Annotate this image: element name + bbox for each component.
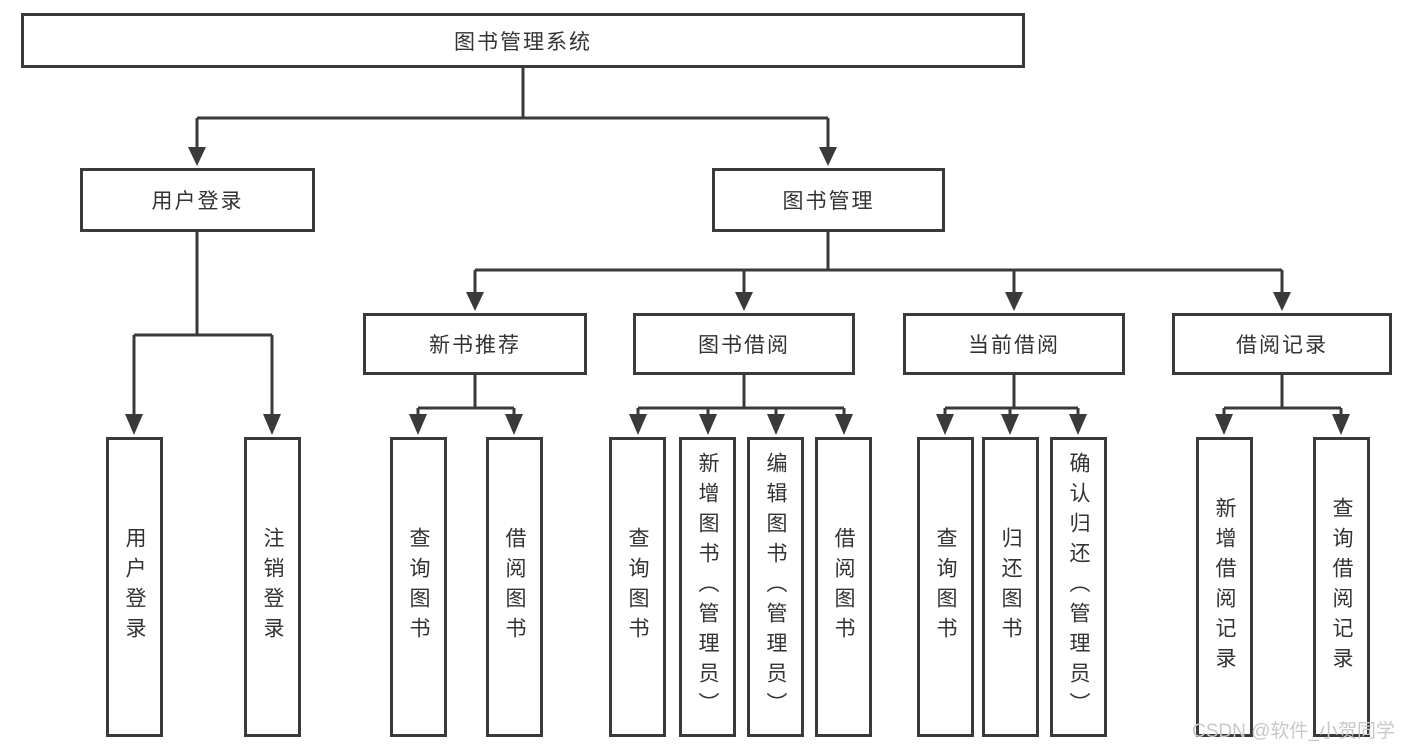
connector-book-borrowing-branch <box>636 375 846 420</box>
connector-root-to-level1 <box>195 68 830 152</box>
arrowhead-icon <box>819 147 837 166</box>
arrowhead-icon <box>835 414 853 435</box>
watermark-text: CSDN @软件_小贺同学 <box>1192 721 1395 742</box>
leaf-query-books-3: 查询图书 <box>917 437 974 737</box>
leaf-add-books-admin: 新增图书（管理员） <box>679 437 736 737</box>
arrowhead-icon <box>1069 414 1087 435</box>
connector-borrowing-records-branch <box>1222 375 1343 420</box>
arrowhead-icon <box>1332 414 1350 435</box>
node-new-book-recommend: 新书推荐 <box>363 313 587 375</box>
node-current-borrowing: 当前借阅 <box>903 313 1125 375</box>
node-book-management: 图书管理 <box>712 168 945 232</box>
leaf-logout: 注销登录 <box>244 437 301 737</box>
leaf-label: 查询图书 <box>934 527 957 647</box>
leaf-add-borrow-record: 新增借阅记录 <box>1196 437 1253 737</box>
node-label: 当前借阅 <box>968 334 1060 357</box>
leaf-label: 用户登录 <box>123 527 146 647</box>
leaf-label: 新增图书（管理员） <box>696 452 719 722</box>
node-label: 图书借阅 <box>698 334 790 357</box>
leaf-label: 归还图书 <box>999 527 1022 647</box>
leaf-query-books-1: 查询图书 <box>390 437 447 737</box>
leaf-query-borrow-record: 查询借阅记录 <box>1313 437 1370 737</box>
arrowhead-icon <box>735 292 753 311</box>
connector-user-login-branch <box>132 232 274 420</box>
leaf-label: 编辑图书（管理员） <box>764 452 787 722</box>
node-label: 新书推荐 <box>429 334 521 357</box>
leaf-borrow-books-2: 借阅图书 <box>815 437 872 737</box>
arrowhead-icon <box>125 414 143 435</box>
leaf-confirm-return-admin: 确认归还（管理员） <box>1050 437 1107 737</box>
arrowhead-icon <box>1215 414 1233 435</box>
arrowhead-icon <box>409 414 427 435</box>
leaf-label: 确认归还（管理员） <box>1067 452 1090 722</box>
connector-current-borrowing-branch <box>943 375 1080 420</box>
arrowhead-icon <box>699 414 717 435</box>
arrowhead-icon <box>1005 292 1023 311</box>
node-label: 图书管理 <box>782 190 875 213</box>
leaf-user-login: 用户登录 <box>106 437 163 737</box>
node-label: 图书管理系统 <box>454 30 592 54</box>
leaf-label: 查询借阅记录 <box>1330 497 1353 677</box>
leaf-label: 注销登录 <box>261 527 284 647</box>
leaf-label: 借阅图书 <box>503 527 526 647</box>
arrowhead-icon <box>767 414 785 435</box>
node-book-borrowing: 图书借阅 <box>633 313 855 375</box>
leaf-query-books-2: 查询图书 <box>609 437 666 737</box>
node-user-login: 用户登录 <box>80 168 315 232</box>
leaf-label: 查询图书 <box>407 527 430 647</box>
leaf-borrow-books-1: 借阅图书 <box>486 437 543 737</box>
connector-book-management-branch <box>473 232 1284 297</box>
arrowhead-icon <box>936 414 954 435</box>
arrowhead-icon <box>505 414 523 435</box>
node-root: 图书管理系统 <box>21 13 1025 68</box>
leaf-edit-books-admin: 编辑图书（管理员） <box>747 437 804 737</box>
arrowhead-icon <box>188 147 206 166</box>
node-label: 用户登录 <box>151 190 244 213</box>
arrowhead-icon <box>629 414 647 435</box>
arrowhead-icon <box>1273 292 1291 311</box>
arrowhead-icon <box>1001 414 1019 435</box>
arrowheads <box>125 147 1350 435</box>
connector-new-book-recommend-branch <box>416 375 516 420</box>
leaf-return-books: 归还图书 <box>982 437 1039 737</box>
leaf-label: 查询图书 <box>626 527 649 647</box>
leaf-label: 借阅图书 <box>832 527 855 647</box>
leaf-label: 新增借阅记录 <box>1213 497 1236 677</box>
node-borrowing-records: 借阅记录 <box>1172 313 1392 375</box>
arrowhead-icon <box>466 292 484 311</box>
node-label: 借阅记录 <box>1236 334 1328 357</box>
arrowhead-icon <box>263 414 281 435</box>
